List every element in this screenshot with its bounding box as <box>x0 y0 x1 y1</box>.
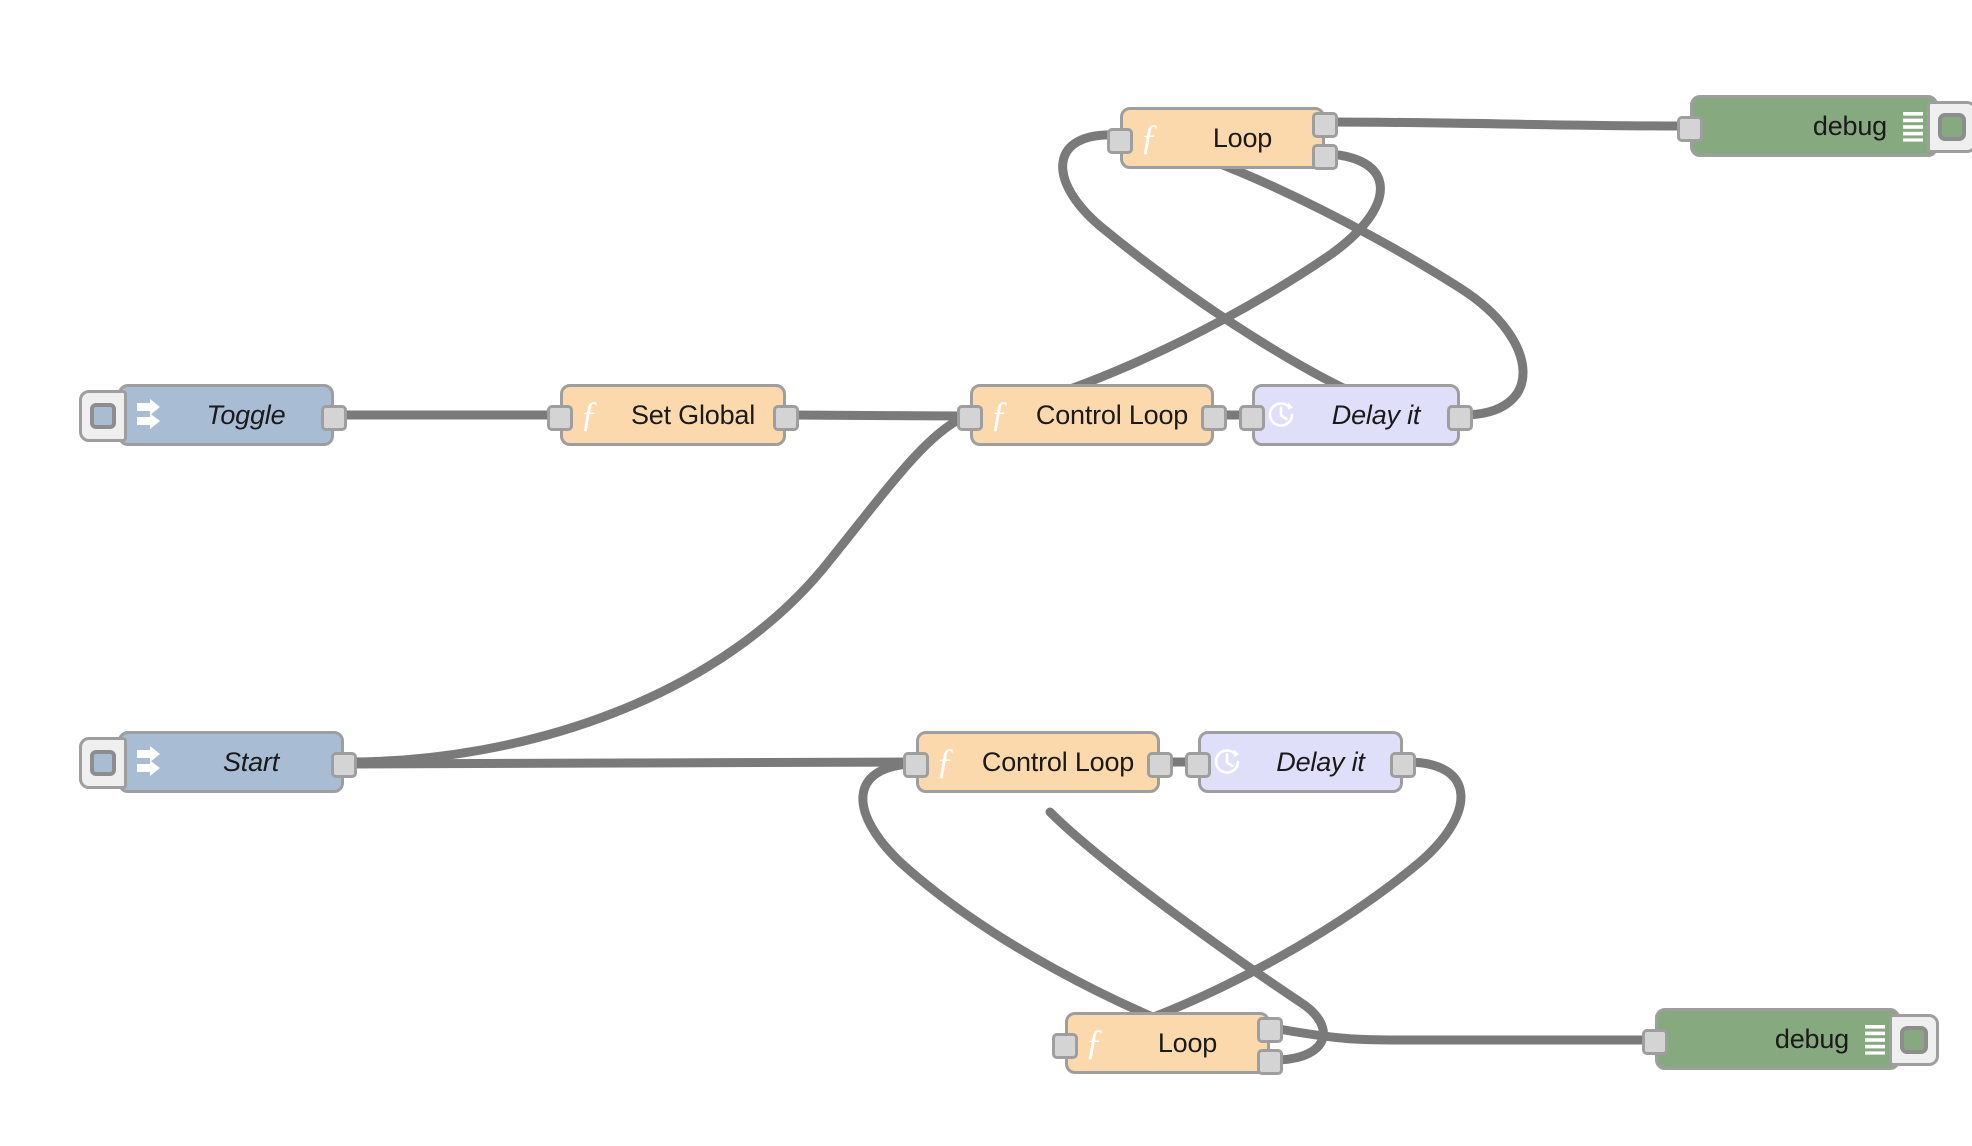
svg-text:ƒ: ƒ <box>580 395 598 434</box>
output-port-control-loop-bottom[interactable] <box>1147 752 1173 778</box>
input-port-debug-top[interactable] <box>1677 116 1703 142</box>
node-label-loop-top: Loop <box>1212 122 1273 153</box>
input-port-debug-bottom[interactable] <box>1642 1029 1668 1055</box>
inject-knob-icon <box>90 403 116 429</box>
output-port-start[interactable] <box>331 752 357 778</box>
inject-arrow-icon <box>121 734 173 790</box>
debug-toggle-button-bottom[interactable] <box>1889 1014 1939 1066</box>
wire-delay-bottom-to-loop-bottom <box>1056 757 1466 1048</box>
inject-trigger-button-toggle[interactable] <box>79 390 127 442</box>
input-port-control-loop-top[interactable] <box>957 405 983 431</box>
output-port-2-loop-top[interactable] <box>1312 144 1338 170</box>
wire-loop-bottom-out1-to-debug-bottom <box>1268 1023 1654 1045</box>
node-inject-start[interactable]: Start <box>79 731 357 793</box>
node-function-loop-bottom[interactable]: ƒ Loop <box>1052 1012 1283 1075</box>
output-port-toggle[interactable] <box>321 405 347 431</box>
input-port-delay-top[interactable] <box>1239 405 1265 431</box>
output-port-delay-bottom[interactable] <box>1390 752 1416 778</box>
node-function-control-loop-bottom[interactable]: ƒ Control Loop <box>903 731 1173 793</box>
debug-lines-icon <box>1853 1011 1897 1067</box>
inject-trigger-button-start[interactable] <box>79 737 127 789</box>
node-label-delay-top: Delay it <box>1331 399 1421 430</box>
svg-text:ƒ: ƒ <box>1085 1023 1103 1062</box>
debug-lines-icon <box>1891 98 1935 154</box>
node-label-delay-bottom: Delay it <box>1276 746 1365 777</box>
debug-toggle-button-top[interactable] <box>1927 101 1972 153</box>
wire-loop-top-out2-to-control-loop-top <box>957 149 1385 422</box>
node-delay-it-bottom[interactable]: Delay it <box>1185 731 1416 793</box>
node-inject-toggle[interactable]: Toggle <box>79 384 347 446</box>
debug-knob-icon <box>1938 113 1966 141</box>
node-function-loop-top[interactable]: ƒ Loop <box>1107 107 1338 170</box>
wire-loop-top-out1-to-debug-top <box>1323 117 1689 131</box>
output-port-2-loop-bottom[interactable] <box>1257 1049 1283 1075</box>
wire-loop-top-input-curl <box>1058 130 1415 420</box>
svg-text:ƒ: ƒ <box>990 395 1008 434</box>
output-port-set-global[interactable] <box>773 405 799 431</box>
node-debug-top[interactable]: debug <box>1677 95 1972 157</box>
debug-knob-icon <box>1900 1026 1928 1054</box>
output-port-1-loop-top[interactable] <box>1312 112 1338 138</box>
input-port-loop-bottom[interactable] <box>1052 1033 1078 1059</box>
node-label-control-loop-bottom: Control Loop <box>981 746 1135 777</box>
wire-start-to-control-loop-bottom <box>343 757 915 769</box>
node-function-control-loop-top[interactable]: ƒ Control Loop <box>957 384 1227 446</box>
svg-text:ƒ: ƒ <box>936 742 954 781</box>
output-port-1-loop-bottom[interactable] <box>1257 1017 1283 1043</box>
svg-text:ƒ: ƒ <box>1140 118 1158 157</box>
inject-arrow-icon <box>121 387 173 443</box>
node-label-control-loop-top: Control Loop <box>1035 399 1189 430</box>
output-port-control-loop-top[interactable] <box>1201 405 1227 431</box>
node-label-start: Start <box>222 746 280 777</box>
node-debug-bottom[interactable]: debug <box>1642 1008 1939 1070</box>
node-label-set-global: Set Global <box>630 399 756 430</box>
node-function-set-global[interactable]: ƒ Set Global <box>547 384 799 446</box>
node-label-toggle: Toggle <box>206 399 286 430</box>
wire-delay-top-to-loop-top <box>1111 130 1528 420</box>
node-label-debug-bottom: debug <box>1774 1023 1849 1054</box>
inject-knob-icon <box>90 750 116 776</box>
input-port-set-global[interactable] <box>547 405 573 431</box>
input-port-control-loop-bottom[interactable] <box>903 752 929 778</box>
wire-set-global-to-control-loop-top <box>785 410 969 421</box>
node-label-debug-top: debug <box>1812 110 1887 141</box>
node-label-loop-bottom: Loop <box>1157 1027 1218 1058</box>
input-port-loop-top[interactable] <box>1107 128 1133 154</box>
wire-start-to-control-loop-top <box>343 413 967 767</box>
node-delay-it-top[interactable]: Delay it <box>1239 384 1473 446</box>
output-port-delay-top[interactable] <box>1447 405 1473 431</box>
input-port-delay-bottom[interactable] <box>1185 752 1211 778</box>
